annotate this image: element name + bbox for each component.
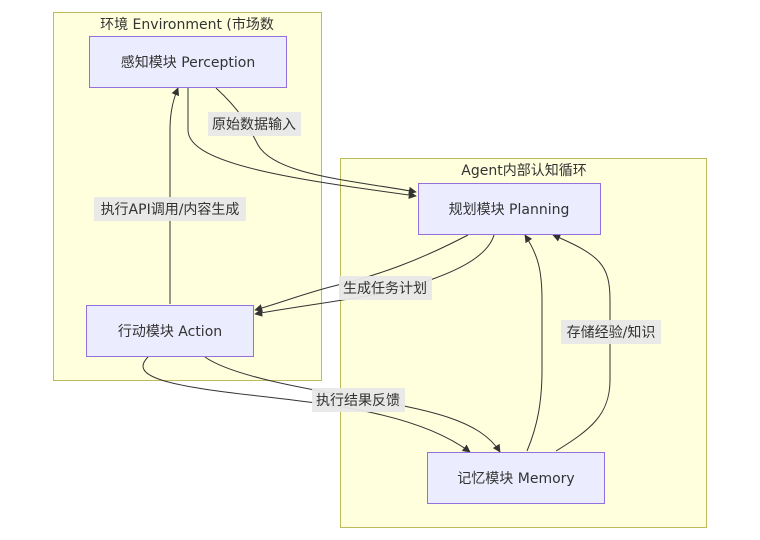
edge-memory-planning-2 bbox=[552, 234, 611, 452]
node-memory-label: 记忆模块 Memory bbox=[457, 471, 574, 487]
edge-label-result-feedback: 执行结果反馈 bbox=[312, 388, 405, 412]
edge-label-store-knowledge: 存储经验/知识 bbox=[561, 320, 661, 344]
edge-label-execute-api-text: 执行API调用/内容生成 bbox=[101, 201, 240, 218]
edges bbox=[142, 87, 611, 453]
edge-label-execute-api: 执行API调用/内容生成 bbox=[94, 197, 246, 221]
edge-label-generate-plan-text: 生成任务计划 bbox=[343, 281, 427, 297]
node-memory[interactable]: 记忆模块 Memory bbox=[427, 452, 605, 504]
edge-memory-planning-1 bbox=[524, 234, 543, 452]
cluster-agent-title: Agent内部认知循环 bbox=[461, 162, 586, 179]
edge-perception-planning-1 bbox=[215, 87, 417, 195]
edge-perception-planning-2 bbox=[187, 88, 417, 199]
edge-label-raw-input: 原始数据输入 bbox=[208, 112, 301, 136]
node-perception-label: 感知模块 Perception bbox=[121, 54, 255, 71]
edge-label-generate-plan: 生成任务计划 bbox=[339, 276, 432, 300]
edge-label-store-knowledge-text: 存储经验/知识 bbox=[567, 324, 656, 341]
node-action[interactable]: 行动模块 Action bbox=[86, 305, 254, 357]
edge-action-memory-1 bbox=[142, 356, 471, 453]
edge-action-perception bbox=[169, 87, 180, 304]
node-planning-label: 规划模块 Planning bbox=[449, 202, 570, 218]
node-planning[interactable]: 规划模块 Planning bbox=[418, 183, 601, 235]
cluster-environment-title: 环境 Environment (市场数 bbox=[100, 16, 274, 33]
edge-label-raw-input-text: 原始数据输入 bbox=[212, 117, 296, 133]
edge-label-result-feedback-text: 执行结果反馈 bbox=[316, 393, 400, 409]
node-perception[interactable]: 感知模块 Perception bbox=[89, 36, 287, 88]
node-action-label: 行动模块 Action bbox=[118, 324, 222, 340]
